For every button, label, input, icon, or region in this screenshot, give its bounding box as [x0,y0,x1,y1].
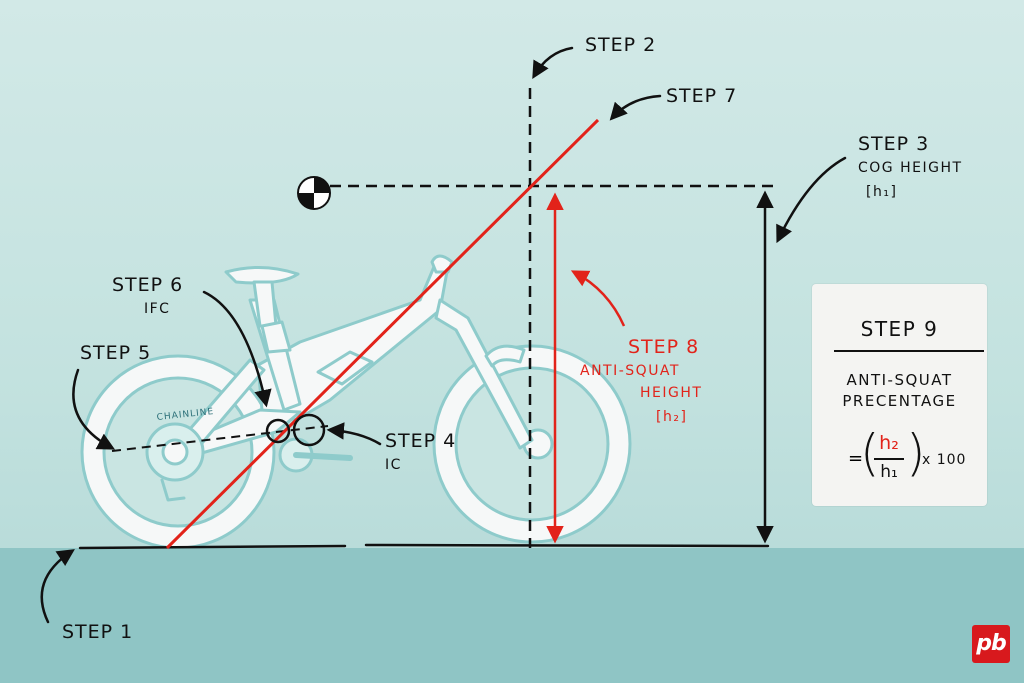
bike-illustration [80,254,632,550]
step7-callout-arrow [609,94,662,121]
step7-label: STEP 7 [666,85,738,107]
card-divider [834,350,984,352]
step3-cog-height: COG HEIGHT [858,160,963,176]
step4-ic: IC [385,457,402,473]
step8-anti-squat: ANTI-SQUAT [580,363,680,379]
step4-label: STEP 4 [385,430,457,452]
formula-right-paren: ) [906,424,926,482]
pinkbike-logo[interactable]: pb [972,625,1010,663]
front-wheel [432,344,632,544]
cog-symbol [297,176,331,210]
step1-label: STEP 1 [62,621,134,643]
handlebar [484,344,526,368]
chainline-line [111,425,329,452]
step5-label: STEP 5 [80,342,152,364]
anti-squat-formula: = ( h₂ h₁ ) x 100 [812,426,987,488]
ground-line [78,543,770,550]
step4-callout-arrow [326,422,382,446]
step8-label: STEP 8 [628,336,700,358]
step9-title: STEP 9 [860,317,939,341]
formula-fraction-bar [874,458,904,460]
drivetrain [145,422,353,502]
step3-h1: [h₁] [866,184,898,200]
step8-height: HEIGHT [640,385,703,401]
formula-equals: = [848,448,864,469]
step2-label: STEP 2 [585,34,657,56]
step8-h2: [h₂] [656,409,688,425]
step6-label: STEP 6 [112,274,184,296]
step6-callout-arrow [202,290,272,408]
card-line-anti-squat: ANTI-SQUAT [846,371,953,389]
anti-squat-line [165,118,600,550]
step5-callout-arrow [72,368,116,450]
card-line-precentage: PRECENTAGE [842,392,957,410]
ground-area [0,548,1024,683]
card-description: ANTI-SQUAT PRECENTAGE [812,370,987,412]
seat-and-post [224,265,300,354]
formula-left-paren: ( [860,424,880,482]
step9-formula-card: STEP 9 ANTI-SQUAT PRECENTAGE = ( h₂ h₁ )… [812,284,987,506]
step1-callout-arrow [40,549,75,624]
formula-multiplier: x 100 [922,452,967,468]
step8-callout-arrow [570,270,626,327]
ic-circle [292,413,326,447]
step2-callout-arrow [532,46,574,80]
step3-label: STEP 3 [858,133,930,155]
step3-callout-arrow [776,156,847,244]
formula-denominator: h₁ [880,462,898,482]
step6-ifc: IFC [144,301,171,317]
formula-numerator: h₂ [879,432,899,454]
ifc-circle [265,418,291,444]
